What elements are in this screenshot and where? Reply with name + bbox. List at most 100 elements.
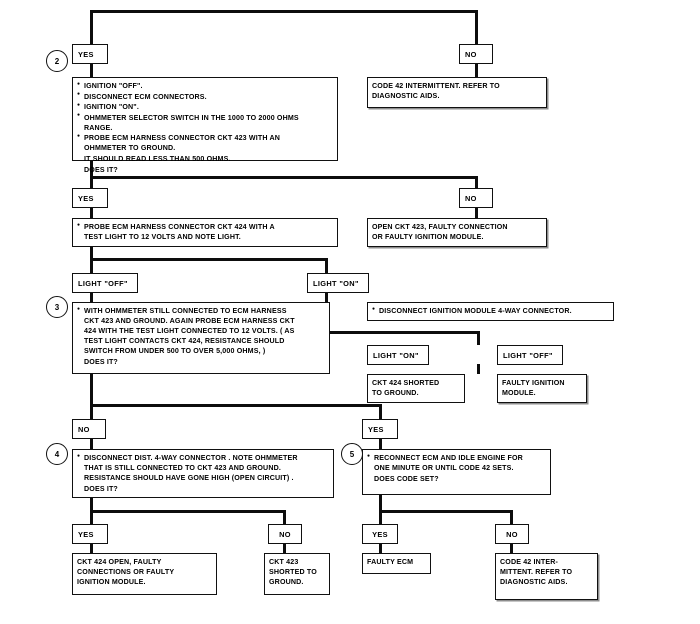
connector-no-to-code42 [475, 64, 478, 77]
list-item: IGNITION "OFF". [77, 81, 333, 91]
branch-label-text: LIGHT "ON" [313, 278, 359, 288]
connector-row4-right-riser [379, 404, 382, 419]
connector-top-right-stub [475, 10, 478, 44]
connector-step5-down [379, 495, 382, 524]
result-text: OPEN CKT 423, FAULTY CONNECTION OR FAULT… [372, 223, 508, 242]
list-item: DOES IT? [84, 484, 118, 493]
step-number-2: 2 [46, 50, 68, 72]
step-5-instruction-list: RECONNECT ECM AND IDLE ENGINE FOR ONE MI… [367, 453, 546, 484]
branch-label-text: YES [78, 49, 94, 59]
step-number-text: 2 [54, 56, 60, 66]
step-number-text: 5 [349, 449, 355, 459]
connector-step4-right-stub [283, 510, 286, 524]
step-2-instruction-list: IGNITION "OFF". DISCONNECT ECM CONNECTOR… [77, 81, 333, 175]
list-item: IGNITION "ON". [77, 102, 333, 112]
branch-label-text: YES [372, 529, 388, 539]
branch-label-text: LIGHT "OFF" [78, 278, 128, 288]
result-open-ckt423: OPEN CKT 423, FAULTY CONNECTION OR FAULT… [367, 218, 547, 247]
result-text: CODE 42 INTER- MITTENT. REFER TO DIAGNOS… [500, 558, 573, 587]
action-probe-ckt424-box: PROBE ECM HARNESS CONNECTOR CKT 424 WITH… [72, 218, 338, 247]
branch-label-no-top-right[interactable]: NO [459, 44, 493, 64]
step-4-instruction-list: DISCONNECT DIST. 4-WAY CONNECTOR . NOTE … [77, 453, 329, 494]
list-item: IT SHOULD READ LESS THAN 500 OHMS. [84, 154, 231, 163]
connector-light-on-stub [325, 258, 328, 273]
step-2-instruction-box: IGNITION "OFF". DISCONNECT ECM CONNECTOR… [72, 77, 338, 174]
branch-label-no-step3-left[interactable]: NO [72, 419, 106, 439]
step-number-text: 3 [54, 302, 60, 312]
branch-label-yes-step5-left[interactable]: YES [362, 524, 398, 544]
result-text: CKT 424 OPEN, FAULTY CONNECTIONS OR FAUL… [77, 558, 175, 587]
branch-label-text: NO [279, 529, 291, 539]
result-text: FAULTY ECM [367, 558, 414, 566]
connector-step5-split-horizontal [379, 510, 513, 513]
step-number-text: 4 [54, 449, 60, 459]
list-item: DISCONNECT DIST. 4-WAY CONNECTOR . NOTE … [77, 453, 329, 483]
step-number-5: 5 [341, 443, 363, 465]
list-item: DISCONNECT IGNITION MODULE 4-WAY CONNECT… [372, 306, 609, 316]
connector-module-split-horizontal [325, 331, 480, 334]
connector-yes4-to-step5 [379, 439, 382, 449]
list-item: DOES IT? [84, 357, 118, 366]
branch-label-text: NO [506, 529, 518, 539]
step-number-4: 4 [46, 443, 68, 465]
connector-step5-right-stub [510, 510, 513, 524]
branch-label-light-off-step3[interactable]: LIGHT "OFF" [72, 273, 138, 293]
result-faulty-ecm: FAULTY ECM [362, 553, 431, 574]
branch-label-yes-step2-left[interactable]: YES [72, 188, 108, 208]
connector-no2-to-open [475, 208, 478, 218]
connector-no5-to-ckt423short [283, 544, 286, 553]
branch-label-light-on-step3[interactable]: LIGHT "ON" [307, 273, 369, 293]
result-text: FAULTY IGNITION MODULE. [502, 379, 565, 398]
connector-module-right-stub [477, 331, 480, 345]
connector-yes6-to-faulty-ecm [379, 544, 382, 553]
list-item: OHMMETER SELECTOR SWITCH IN THE 1000 TO … [77, 112, 333, 133]
branch-label-text: NO [78, 424, 90, 434]
branch-label-light-off-module[interactable]: LIGHT "OFF" [497, 345, 563, 365]
connector-lightoff-to-step3 [90, 293, 93, 302]
branch-label-no-step2-right[interactable]: NO [459, 188, 493, 208]
list-item: WITH OHMMETER STILL CONNECTED TO ECM HAR… [77, 306, 325, 356]
result-ckt423-shorted: CKT 423 SHORTED TO GROUND. [264, 553, 330, 595]
branch-label-no-step5-right[interactable]: NO [495, 524, 529, 544]
list-item: DISCONNECT ECM CONNECTORS. [77, 91, 333, 102]
branch-label-text: YES [78, 193, 94, 203]
connector-light-split-horizontal [90, 258, 328, 261]
connector-step2-down [90, 161, 93, 179]
result-code42-intermittent-bottom: CODE 42 INTER- MITTENT. REFER TO DIAGNOS… [495, 553, 598, 600]
branch-label-text: NO [465, 193, 477, 203]
list-item: PROBE ECM HARNESS CONNECTOR CKT 423 WITH… [77, 133, 333, 153]
list-item: DOES IT? [84, 165, 118, 174]
list-item: DOES CODE SET? [374, 474, 439, 483]
connector-row2-left-stub [90, 176, 93, 188]
branch-label-text: YES [368, 424, 384, 434]
step-number-3: 3 [46, 296, 68, 318]
connector-yes2-to-probe [90, 208, 93, 218]
step-3-instruction-list: WITH OHMMETER STILL CONNECTED TO ECM HAR… [77, 306, 325, 367]
result-text: CKT 424 SHORTED TO GROUND. [372, 379, 440, 398]
step-4-instruction-box: DISCONNECT DIST. 4-WAY CONNECTOR . NOTE … [72, 449, 334, 498]
connector-row4-horizontal [90, 404, 382, 407]
branch-label-yes-step3-right[interactable]: YES [362, 419, 398, 439]
step-5-instruction-box: RECONNECT ECM AND IDLE ENGINE FOR ONE MI… [362, 449, 551, 495]
result-ckt424-open: CKT 424 OPEN, FAULTY CONNECTIONS OR FAUL… [72, 553, 217, 595]
branch-label-text: LIGHT "ON" [373, 350, 419, 360]
result-text: CODE 42 INTERMITTENT. REFER TO DIAGNOSTI… [372, 82, 500, 101]
connector-no6-to-code42 [510, 544, 513, 553]
branch-label-yes-top-left[interactable]: YES [72, 44, 108, 64]
connector-lighton-to-module [325, 293, 328, 302]
result-ckt424-shorted: CKT 424 SHORTED TO GROUND. [367, 374, 465, 403]
action-probe-ckt424-list: PROBE ECM HARNESS CONNECTOR CKT 424 WITH… [77, 222, 333, 242]
branch-label-no-step4-right[interactable]: NO [268, 524, 302, 544]
action-disconnect-module-list: DISCONNECT IGNITION MODULE 4-WAY CONNECT… [372, 306, 609, 316]
branch-label-yes-step4-left[interactable]: YES [72, 524, 108, 544]
connector-lightoff-to-faulty-ignition [477, 364, 480, 374]
branch-label-light-on-module[interactable]: LIGHT "ON" [367, 345, 429, 365]
result-text: CKT 423 SHORTED TO GROUND. [269, 558, 317, 587]
action-disconnect-ignition-module-box: DISCONNECT IGNITION MODULE 4-WAY CONNECT… [367, 302, 614, 321]
list-item: RECONNECT ECM AND IDLE ENGINE FOR ONE MI… [367, 453, 546, 473]
branch-label-text: LIGHT "OFF" [503, 350, 553, 360]
branch-label-text: YES [78, 529, 94, 539]
connector-yes-to-step2 [90, 64, 93, 77]
connector-yes5-to-ckt424open [90, 544, 93, 553]
